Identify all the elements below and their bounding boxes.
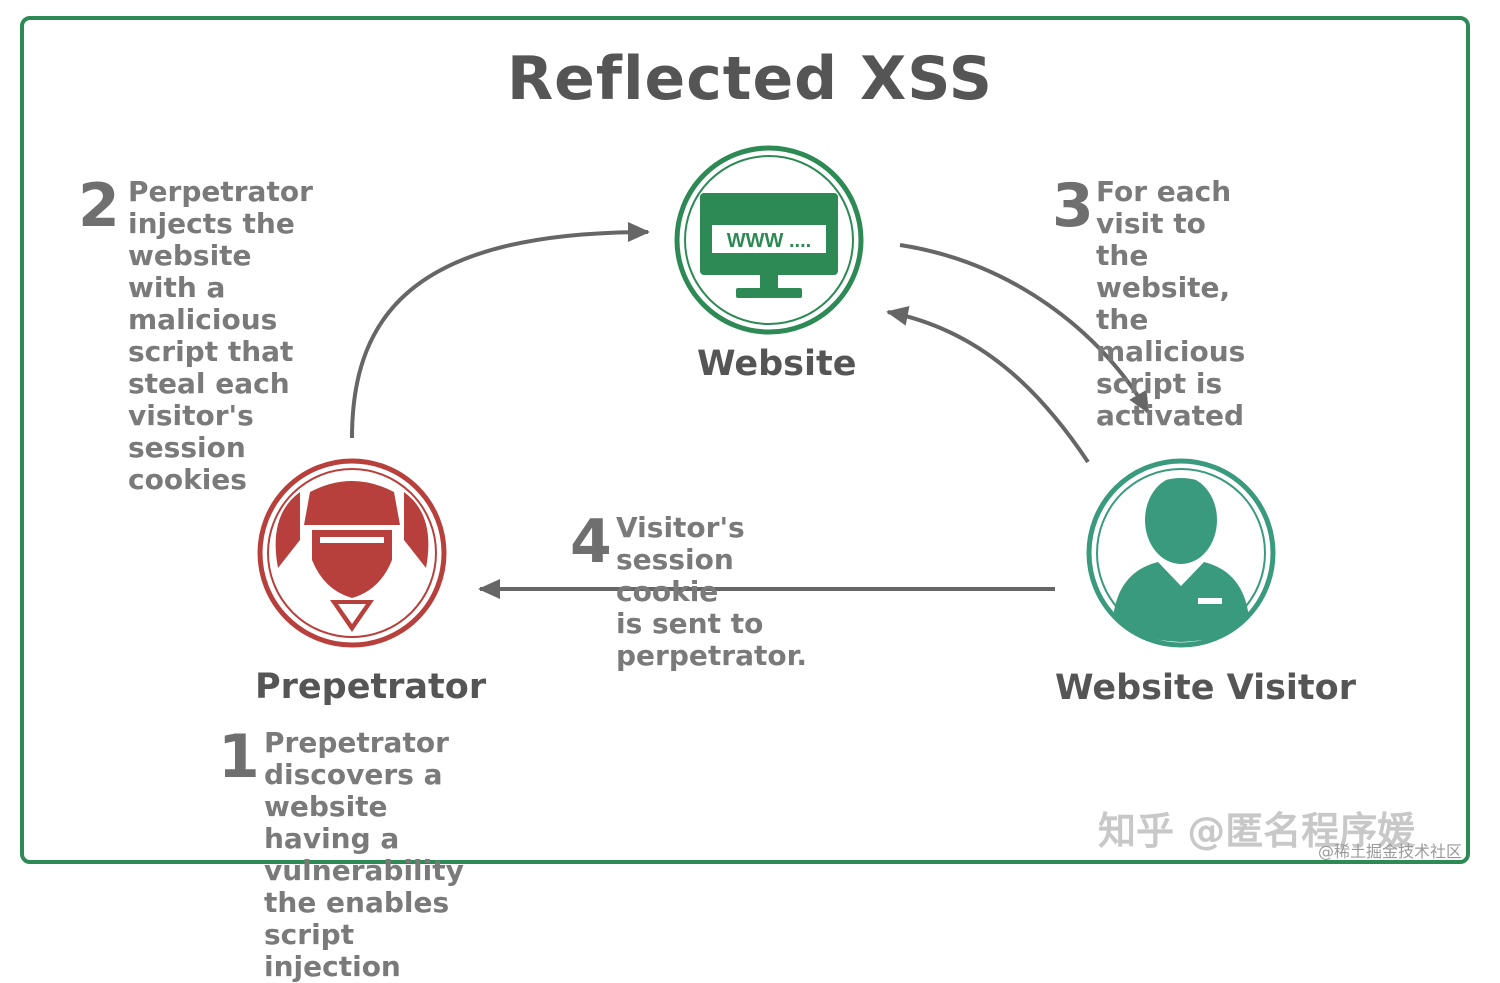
perpetrator-label: Prepetrator: [255, 667, 487, 707]
arrow-perpetrator-to-website: [350, 222, 650, 439]
visitor-node: [1086, 458, 1276, 648]
arrow-website-to-visitor: [899, 243, 1150, 414]
watermark-sub: @稀土掘金技术社区: [1318, 842, 1463, 861]
diagram-graphics: WWW ....: [257, 145, 1276, 648]
step-2-number: 2: [78, 171, 120, 241]
visitor-label: Website Visitor: [1055, 668, 1356, 708]
website-screen-text: WWW ....: [727, 230, 811, 252]
step-1-text: Prepetrator discovers a website having a…: [264, 726, 464, 983]
monitor-icon: WWW ....: [700, 193, 838, 298]
step-3-text: For each visit to the website, the malic…: [1096, 175, 1246, 432]
website-node: WWW ....: [674, 145, 864, 335]
step-4-text: Visitor's session cookie is sent to perp…: [616, 511, 808, 672]
step-1-number: 1: [218, 722, 260, 792]
user-icon: [1113, 476, 1249, 642]
step-3-number: 3: [1052, 171, 1094, 241]
watermark-main: 知乎 @匿名程序媛: [1098, 809, 1416, 853]
arrow-visitor-to-website: [886, 306, 1090, 464]
step-2-text: Perpetrator injects the website with a m…: [128, 175, 313, 496]
website-label: Website: [697, 344, 857, 384]
diagram-title: Reflected XSS: [506, 44, 994, 114]
step-4-number: 4: [570, 507, 612, 577]
perpetrator-node: [257, 458, 447, 648]
